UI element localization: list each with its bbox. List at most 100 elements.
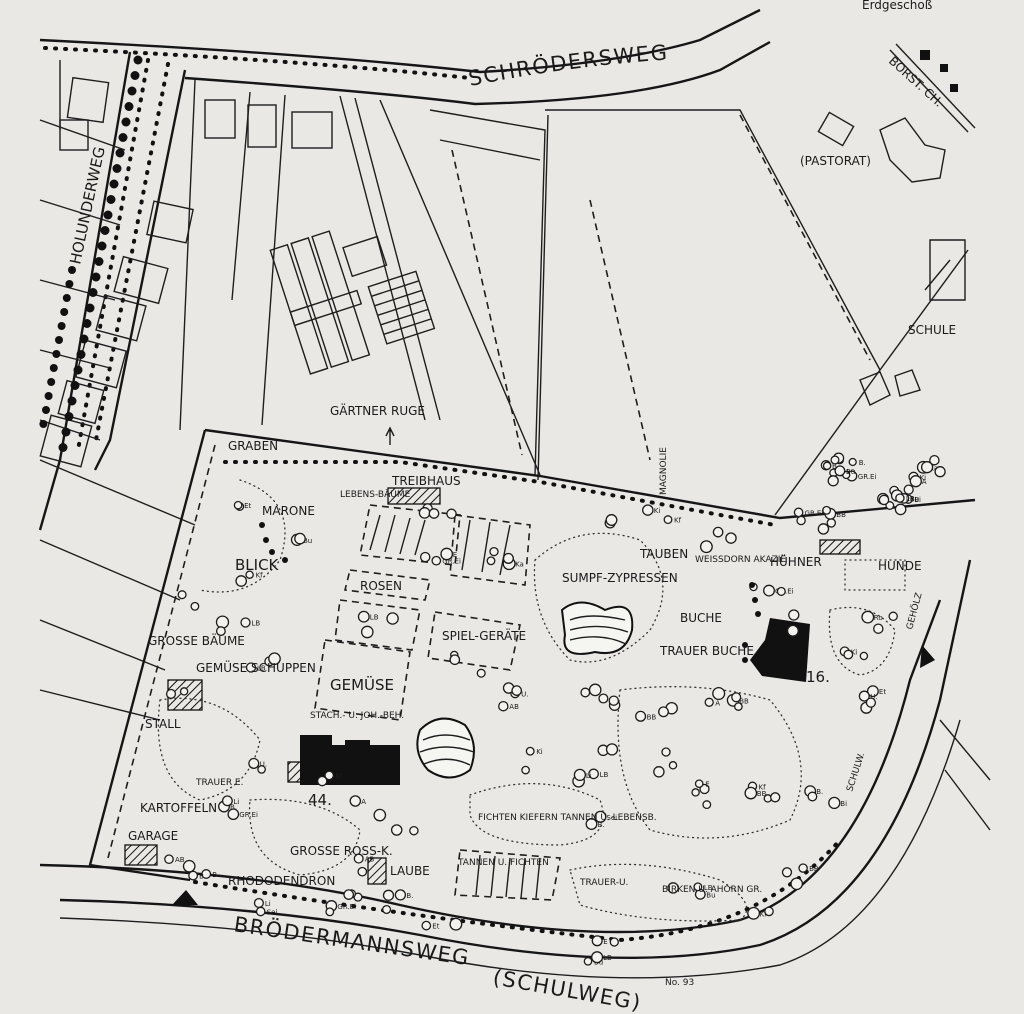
label-huehner: HÜHNER: [770, 553, 822, 569]
label-weissdorn: WEISSDORN AKAZIE: [695, 555, 786, 565]
tree-symbol: [188, 870, 199, 881]
label-gehoelz: GEHÖLZ: [904, 592, 924, 631]
pond-sumpfzypressen: [560, 601, 634, 655]
trees: EtBuLBLBB.KaGR.EiELBU.ABLBLiBBABBEKfBBB.…: [164, 452, 946, 966]
street-tree-dot: [39, 420, 48, 428]
tree-symbol: [201, 869, 212, 879]
tree-symbol: [324, 770, 335, 781]
tree-code-label: LB: [704, 884, 713, 892]
tree-symbol: [658, 706, 669, 718]
tree-symbol: [511, 685, 523, 696]
tree-symbol: [419, 551, 431, 563]
tree-symbol: [848, 457, 857, 467]
street-tree-dot: [106, 195, 116, 204]
label-spielgeraete: SPIEL-GERÄTE: [442, 628, 526, 643]
tree-symbol: [834, 465, 846, 477]
tree-code-label: LB: [370, 614, 379, 622]
house-number-16: 16.: [806, 668, 830, 686]
tree-symbol: [691, 788, 700, 797]
label-treibhaus: TREIBHAUS: [391, 474, 461, 488]
tree-symbol: [421, 920, 432, 931]
tree-code-label: GR.Ei: [239, 811, 258, 819]
tree-symbol: [712, 686, 726, 701]
tree-code-label: Bu: [706, 891, 715, 899]
street-tree-dot: [55, 336, 63, 344]
tree-symbol: [440, 547, 454, 561]
small-shed: [287, 761, 303, 783]
tree-symbol: [858, 690, 870, 702]
tree-code-label: AB: [365, 856, 375, 864]
tree-symbol: [653, 766, 665, 778]
label-lebensbaeume: LEBENS-BÄUME: [340, 489, 411, 500]
tree-code-label: GR.Ei: [858, 473, 877, 481]
tree-code-label: Bu: [303, 537, 312, 545]
tree-code-label: Bi: [840, 800, 847, 808]
tree-symbol: [744, 786, 758, 800]
street-tree-dot: [47, 378, 56, 386]
tree-symbol: [731, 692, 742, 703]
tree-symbol: [859, 651, 869, 661]
tree-code-label: Kf: [335, 772, 343, 780]
entrance-marker-south: [172, 890, 198, 905]
tree-code-label: A: [361, 798, 366, 806]
tree-symbol: [661, 747, 671, 757]
tree-code-label: Sei: [606, 814, 617, 822]
hedge-dots: [39, 55, 761, 663]
tree-symbol: [817, 523, 830, 535]
tree-code-label: Ki: [851, 648, 858, 656]
street-tree-dot: [70, 381, 80, 390]
label-tauben: TAUBEN: [639, 547, 688, 561]
huehner-building: [819, 539, 861, 555]
street-tree-dot: [49, 364, 58, 372]
tree-code-label: Ki: [536, 748, 543, 756]
tree-symbol: [179, 687, 189, 696]
tree-symbol: [822, 505, 832, 515]
hedge-dot: [742, 657, 748, 663]
tree-code-label: B.: [859, 459, 866, 467]
tree-symbol: [245, 570, 254, 579]
tree-symbol: [498, 700, 509, 712]
street-tree-dot: [65, 280, 74, 288]
tree-symbol: [248, 757, 260, 769]
street-tree-dot: [64, 412, 74, 421]
tree-code-label: U.: [260, 760, 267, 768]
street-tree-dot: [76, 350, 86, 359]
tree-symbol: [725, 532, 737, 544]
street-label-schulw: SCHULW.: [845, 752, 867, 793]
garden-labels: GRABEN TREIBHAUS LEBENS-BÄUME MAGNOLIE M…: [128, 439, 925, 988]
pond-waves-1: [569, 615, 629, 645]
tree-code-label: B.: [199, 873, 206, 881]
street-tree-dot: [118, 133, 128, 142]
tree-symbol: [588, 768, 599, 780]
street-tree-dot: [109, 179, 119, 189]
tree-code-label: E: [453, 551, 457, 559]
tree-symbol: [747, 906, 761, 920]
tree-symbol: [240, 617, 251, 628]
tree-symbol: [268, 652, 281, 666]
tree-code-label: Kf: [674, 517, 682, 525]
tree-code-label: U.: [521, 691, 528, 699]
tree-symbol: [449, 654, 461, 666]
tree-symbol: [357, 866, 368, 877]
house-number-44: 44.: [308, 791, 332, 809]
hedge-dot: [749, 582, 755, 588]
tree-symbol: [486, 556, 496, 566]
tree-symbol: [642, 504, 654, 516]
laube-building: [367, 857, 387, 885]
hedge-dot: [742, 642, 748, 648]
label-tannen-fichten: TANNEN U. FICHTEN: [457, 858, 549, 868]
street-tree-dot: [57, 322, 66, 330]
west-plots: [39, 60, 196, 721]
street-tree-dot: [133, 55, 143, 65]
tree-symbol: [781, 867, 793, 878]
tree-symbol: [830, 455, 840, 465]
tree-symbol: [763, 584, 775, 597]
tree-symbol: [793, 507, 804, 518]
tree-symbol: [349, 795, 362, 807]
hedge-dot: [263, 537, 269, 543]
tree-symbol: [734, 702, 743, 711]
tree-symbol: [798, 863, 808, 873]
tree-code-label: Ki: [920, 474, 927, 482]
street-tree-dot: [91, 272, 101, 282]
